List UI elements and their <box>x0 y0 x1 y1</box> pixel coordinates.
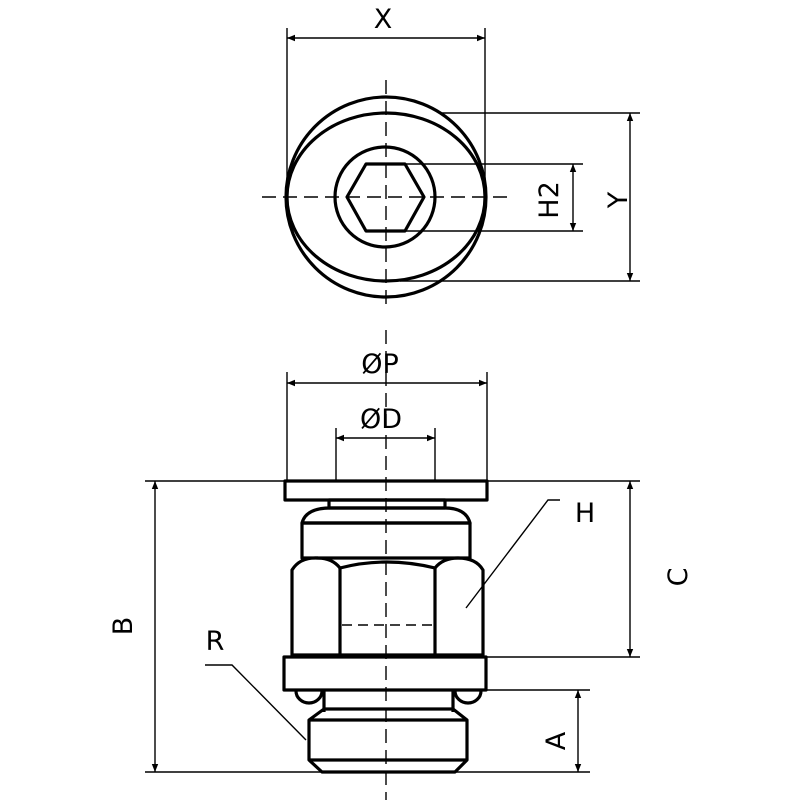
collar <box>282 655 488 692</box>
hex-nut <box>290 556 485 657</box>
o-ring-left <box>294 690 324 705</box>
hex-socket <box>345 162 426 233</box>
label-h: H <box>575 498 595 529</box>
label-y: Y <box>603 191 634 209</box>
inner-bore-circle <box>333 145 437 249</box>
label-x: X <box>374 4 393 35</box>
body-cylinder <box>300 521 472 560</box>
label-p: ØP <box>361 349 399 380</box>
label-d: ØD <box>360 404 402 435</box>
body-shoulder <box>300 506 472 525</box>
top-view: X H2 Y <box>262 4 640 310</box>
thread-neck <box>322 690 455 712</box>
leader-r <box>205 664 307 741</box>
label-b: B <box>108 617 139 636</box>
label-h2: H2 <box>534 181 565 218</box>
label-a: A <box>541 731 572 750</box>
side-view: ØP ØD B C A <box>108 330 694 800</box>
leader-h <box>465 499 560 609</box>
label-r: R <box>206 626 225 657</box>
thread-body <box>307 707 469 774</box>
o-ring-right <box>453 690 483 705</box>
label-c: C <box>663 568 694 587</box>
